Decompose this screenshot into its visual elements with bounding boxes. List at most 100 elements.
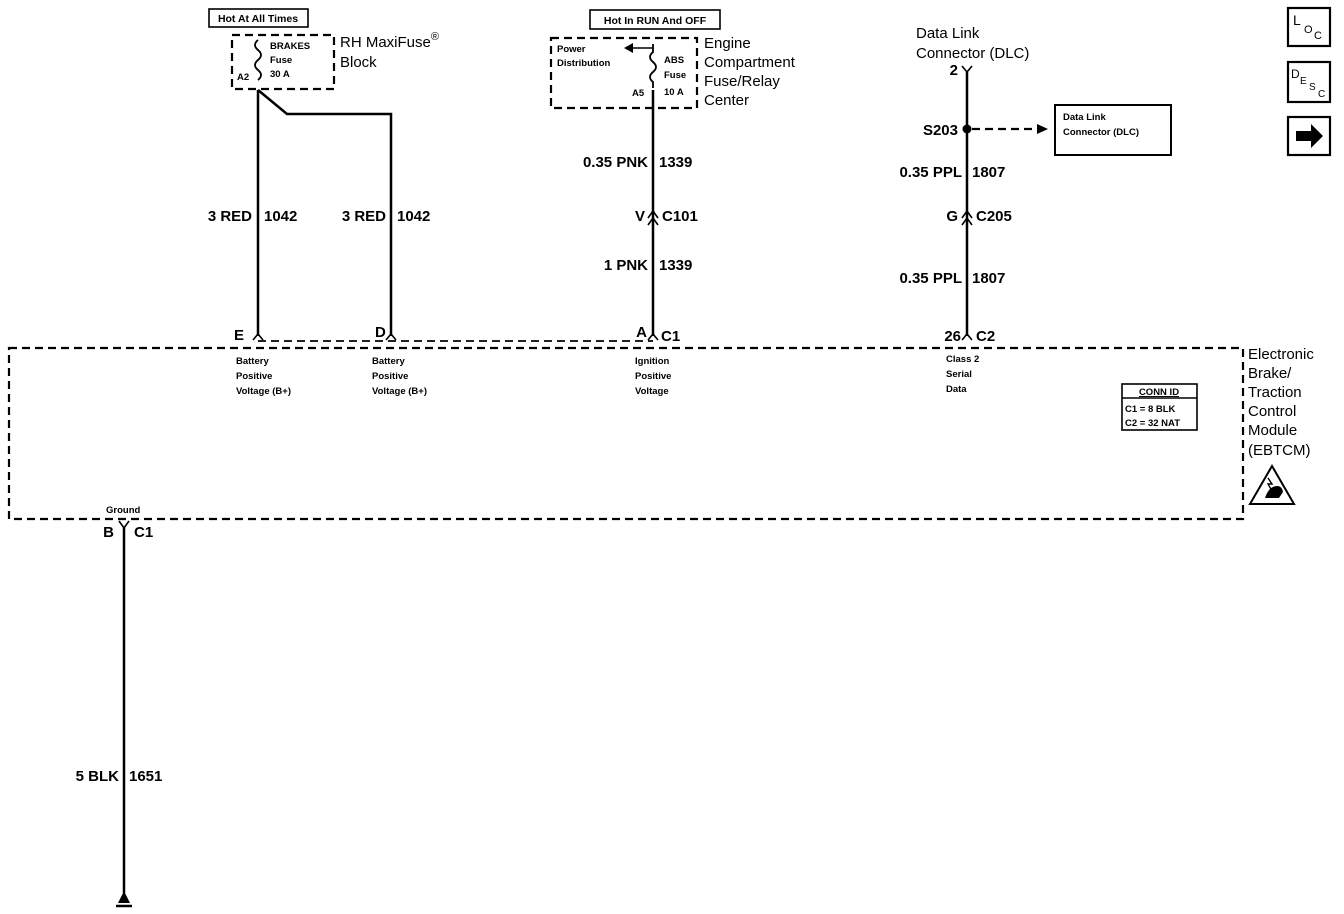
location-button[interactable]: L O C [1286,6,1332,48]
dlc-pin-symbol [961,65,973,74]
ground-wire-group: 5 BLK 1651 [76,528,162,908]
ppl-lower-color: 0.35 PPL [899,270,962,287]
wire-d-color: 3 RED [342,208,386,225]
module-name-5: Module [1248,422,1297,439]
wire-e-color: 3 RED [208,208,252,225]
pin-a-label: A [636,324,647,341]
pin-a-desc-1: Ignition [635,356,669,367]
brakes-fuse-rating: 30 A [270,69,290,80]
module-name-1: Electronic [1248,346,1314,363]
ppl-lower-circuit: 1807 [972,270,1005,287]
dlc-group: Data Link Connector (DLC) 2 S203 Data Li… [899,25,1172,336]
maxifuse-title-line1: RH MaxiFuse® [340,31,439,51]
desc-main-letter: D [1291,67,1300,81]
ground-wire-color: 5 BLK [76,768,120,785]
dlc-box-line1: Data Link [1063,112,1106,123]
pnk-upper-color: 0.35 PNK [583,154,648,171]
next-page-button[interactable] [1286,115,1332,157]
pin-e-symbol [252,332,264,341]
dlc-pin: 2 [950,62,958,79]
pin-b-label: B [103,524,114,541]
abs-fuse-symbol [649,44,657,88]
conn-id-c2: C2 = 32 NAT [1125,418,1180,429]
ebtcm-module: E Battery Positive Voltage (B+) D Batter… [7,324,1314,541]
description-button[interactable]: D E S C [1286,60,1332,104]
wire-d-red [257,89,393,336]
pin-d-desc-1: Battery [372,356,405,367]
power-dist-arrow [624,43,633,53]
pin-a-desc-3: Voltage [635,386,669,397]
pnk-upper-circuit: 1339 [659,154,692,171]
pin-a-connector: C1 [661,328,680,345]
pin-26-symbol [961,332,973,341]
power-distribution-line1: Power [557,44,586,55]
pin-26-connector: C2 [976,328,995,345]
hot-at-all-times-text: Hot At All Times [218,13,298,25]
abs-fuse-name: ABS [664,55,684,66]
c101-pin: V [635,208,645,225]
red-wires: 3 RED 1042 3 RED 1042 [208,89,430,336]
ground-desc: Ground [106,505,140,516]
pin-b-connector: C1 [134,524,153,541]
engine-center-title-line3: Fuse/Relay [704,73,780,90]
abs-fuse-word: Fuse [664,70,686,81]
engine-center-title-line1: Engine [704,35,751,52]
module-name-3: Traction [1248,384,1302,401]
c205-connector-symbol [961,209,973,226]
engine-center-title-line2: Compartment [704,54,796,71]
pin-26-desc-1: Class 2 [946,354,979,365]
module-name-4: Control [1248,403,1296,420]
conn-id-box [1121,383,1198,431]
brakes-fuse-word: Fuse [270,55,292,66]
brakes-fuse-terminal: A2 [237,72,249,83]
pin-b-symbol [118,520,130,530]
esd-warning-icon [1248,464,1296,505]
ppl-upper-circuit: 1807 [972,164,1005,181]
pin-26-label: 26 [944,328,961,345]
ebtcm-dashed-outline [7,346,1245,521]
brakes-fuse-symbol [254,39,262,81]
dlc-box-line2: Connector (DLC) [1063,127,1139,138]
desc-sub-letter-2: S [1309,82,1316,93]
maxifuse-title-line2: Block [340,54,377,71]
engine-center-dashed-box [549,36,699,110]
pin-e-desc-2: Positive [236,371,272,382]
pin-d-desc-3: Voltage (B+) [372,386,427,397]
wire-e-circuit: 1042 [264,208,297,225]
maxifuse-block: Hot At All Times BRAKES Fuse 30 A A2 RH … [208,8,439,91]
desc-sub-letter-3: C [1318,89,1325,100]
module-name-6: (EBTCM) [1248,442,1311,459]
abs-fuse-rating: 10 A [664,87,684,98]
pnk-lower-circuit: 1339 [659,257,692,274]
pin-26-desc-3: Data [946,384,967,395]
hot-in-run-off-text: Hot In RUN And OFF [604,15,707,27]
c101-connector-symbol [647,209,659,226]
pin-d-label: D [375,324,386,341]
ppl-upper-color: 0.35 PPL [899,164,962,181]
hot-at-all-times-badge [208,8,309,28]
pnk-lower-color: 1 PNK [604,257,648,274]
hot-in-run-off-badge [589,9,721,30]
s203-label: S203 [923,122,958,139]
abs-fuse-terminal: A5 [632,88,645,99]
pin-e-desc-3: Voltage (B+) [236,386,291,397]
power-distribution-line2: Distribution [557,58,610,69]
dlc-branch-arrow [1037,124,1048,134]
ground-wire-circuit: 1651 [129,768,162,785]
module-name-2: Brake/ [1248,365,1292,382]
loc-sub-letter-2: C [1314,30,1322,42]
conn-id-c1: C1 = 8 BLK [1125,404,1176,415]
pin-a-desc-2: Positive [635,371,671,382]
pin-26-desc-2: Serial [946,369,972,380]
dlc-reference-box [1054,104,1172,156]
engine-fuse-center: Hot In RUN And OFF Power Distribution AB… [549,9,796,110]
s203-splice-dot [962,124,972,134]
wire-d-circuit: 1042 [397,208,430,225]
pnk-wire: 0.35 PNK 1339 V C101 1 PNK 1339 [583,90,698,336]
dlc-title-line1: Data Link [916,25,980,42]
pin-e-label: E [234,327,244,344]
loc-sub-letter-1: O [1304,24,1313,36]
right-arrow-icon [1296,124,1323,148]
loc-main-letter: L [1293,12,1301,28]
